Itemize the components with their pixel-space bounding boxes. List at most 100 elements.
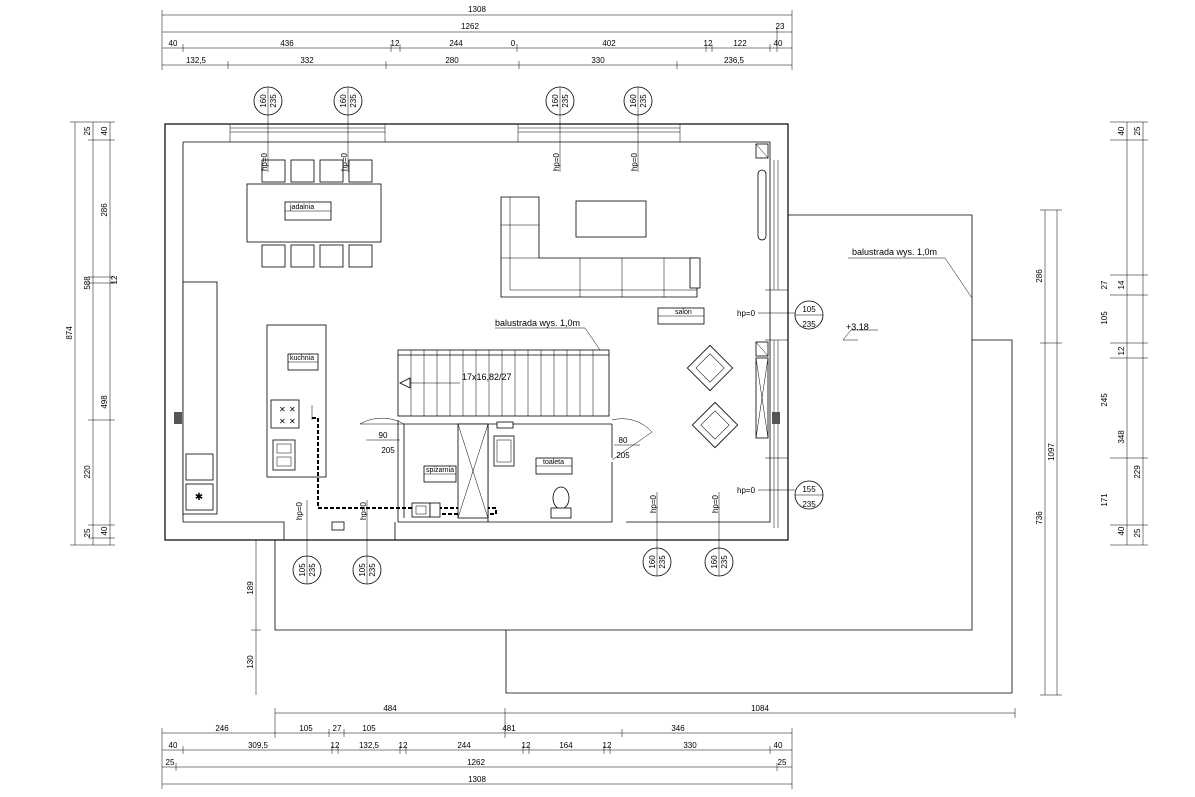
balustrade-label-inner: balustrada wys. 1,0m — [495, 318, 580, 328]
dim-bottom-r3: 25 — [778, 758, 787, 767]
dim-left-a: 40 — [100, 126, 109, 135]
burner-icon: ✕ — [279, 417, 286, 426]
room-label-kuchnia: kuchnia — [290, 355, 314, 362]
window-height: 235 — [269, 94, 278, 108]
window-width: 160 — [710, 555, 719, 569]
window-height: 235 — [308, 563, 317, 577]
dim-bottom-r2: 12 — [522, 741, 531, 750]
left-dimensions: 874 588 25 40 286 12 498 220 40 25 — [65, 121, 119, 546]
dim-top-total: 1308 — [468, 5, 486, 14]
window-height: 235 — [639, 94, 648, 108]
dim-top-r2: 12 — [704, 39, 713, 48]
dim-left-total: 874 — [65, 326, 74, 340]
sill-height: hp=0 — [737, 309, 756, 318]
dim-right-a: 286 — [1035, 269, 1044, 283]
dim-right-a: 736 — [1035, 511, 1044, 525]
dim-left-a: 220 — [83, 465, 92, 479]
dim-top-r3: 236,5 — [724, 56, 745, 65]
top-window-frames — [229, 124, 681, 142]
chair — [319, 244, 344, 268]
dim-bottom-r2: 309,5 — [248, 741, 269, 750]
dim-right-b: 171 — [1100, 493, 1109, 507]
sill-height: hp=0 — [711, 494, 720, 513]
window-width: 155 — [802, 485, 816, 494]
dim-right-b: 25 — [1133, 528, 1142, 537]
top-dimensions: 1308 1262 23 40 436 12 244 0 402 12 122 … — [161, 5, 793, 70]
window-height: 235 — [802, 320, 816, 329]
living-area: salon — [500, 196, 739, 449]
window-width: 160 — [259, 94, 268, 108]
dim-top-r2: 122 — [733, 39, 747, 48]
dim-bottom-r2: 40 — [774, 741, 783, 750]
dim-top-r2: 402 — [602, 39, 616, 48]
window-width: 105 — [298, 563, 307, 577]
dim-top-r3: 330 — [591, 56, 605, 65]
window-width: 105 — [802, 305, 816, 314]
dim-top-r3: 132,5 — [186, 56, 207, 65]
dim-top-r1-b: 23 — [776, 22, 785, 31]
appliance — [429, 502, 441, 518]
boiler — [411, 502, 431, 518]
window-height: 235 — [368, 563, 377, 577]
room-label-salon: salon — [675, 309, 692, 316]
hatch-icon — [174, 412, 182, 424]
dim-bottom-r2: 330 — [683, 741, 697, 750]
room-label-toaleta: toaleta — [543, 459, 564, 466]
dim-right-a: 1097 — [1047, 443, 1056, 461]
window-width: 160 — [629, 94, 638, 108]
dim-bottom-r2: 12 — [603, 741, 612, 750]
dim-right-a: 40 — [1117, 126, 1126, 135]
dim-bottom-r2: 12 — [399, 741, 408, 750]
door-swing — [359, 417, 405, 425]
sill-height: hp=0 — [260, 152, 269, 171]
dim-bottom-r1: 27 — [333, 724, 342, 733]
window-width: 160 — [339, 94, 348, 108]
window-marker: 105 235 hp=0 — [352, 500, 382, 585]
kitchen-area: ✱ kuchnia ✕ ✕ ✕ ✕ — [182, 281, 497, 515]
dim-top-r2: 436 — [280, 39, 294, 48]
dim-bottom-r2: 12 — [331, 741, 340, 750]
sill-height: hp=0 — [649, 494, 658, 513]
dim-bottom-r0: 484 — [383, 704, 397, 713]
radiator — [757, 169, 767, 241]
sofa-arm — [689, 257, 701, 289]
chair — [319, 159, 344, 183]
terrace — [274, 214, 1013, 694]
door-swing — [611, 418, 653, 461]
dim-bottom-r2: 164 — [559, 741, 573, 750]
door-width-1: 90 — [379, 431, 388, 440]
armchair — [686, 344, 734, 392]
dim-bottom-r1: 105 — [362, 724, 376, 733]
fridge — [185, 453, 214, 481]
bottom-dimensions: 484 1084 246 105 27 105 481 346 40 309,5… — [161, 704, 1016, 789]
burner-icon: ✕ — [279, 405, 286, 414]
dim-bottom-r1: 481 — [502, 724, 516, 733]
dim-entry: 189 — [246, 581, 255, 595]
dim-left-a: 25 — [83, 528, 92, 537]
dim-bottom-r0: 1084 — [751, 704, 769, 713]
building-walls — [164, 123, 789, 541]
window-height: 235 — [720, 555, 729, 569]
annotations: balustrada wys. 1,0m +3.18 — [842, 247, 973, 341]
window-marker: 160 235 hp=0 — [623, 86, 653, 172]
dim-top-r2: 40 — [774, 39, 783, 48]
column — [496, 421, 514, 429]
chair — [261, 244, 286, 268]
sill-height: hp=0 — [552, 152, 561, 171]
window-height: 235 — [561, 94, 570, 108]
window-height: 235 — [802, 500, 816, 509]
right-window-frames — [765, 160, 788, 528]
dim-top-r2: 0 — [511, 39, 516, 48]
dim-top-r2: 40 — [169, 39, 178, 48]
dining-area: jadalnia — [246, 159, 382, 268]
burner-icon: ✕ — [289, 405, 296, 414]
door-height-1: 205 — [381, 446, 395, 455]
dim-top-r2: 244 — [449, 39, 463, 48]
window-marker: 155 235 hp=0 — [737, 480, 824, 510]
chair — [348, 159, 373, 183]
balustrade-label-terrace: balustrada wys. 1,0m — [852, 247, 937, 257]
door-width-2: 80 — [619, 436, 628, 445]
window-marker: 160 235 hp=0 — [333, 86, 363, 172]
dim-left-a: 498 — [100, 395, 109, 409]
chair — [290, 159, 315, 183]
